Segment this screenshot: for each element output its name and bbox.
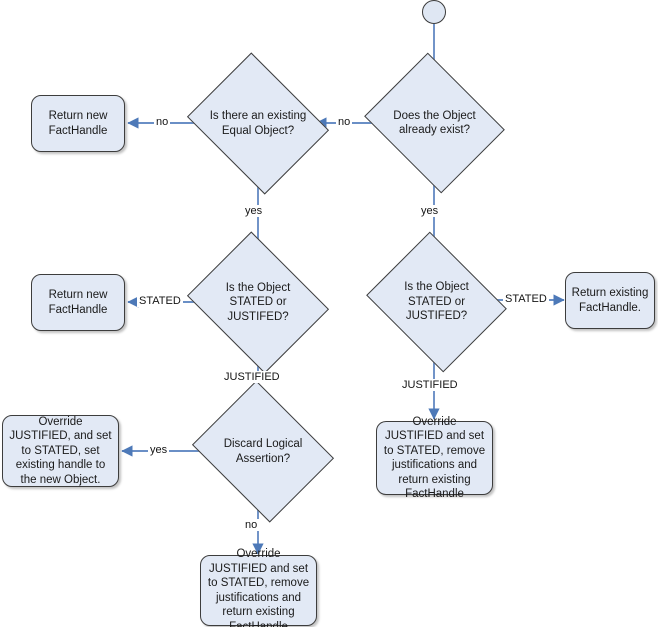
edge-label-exists-yes: yes bbox=[419, 205, 441, 217]
edge-label-equal-yes: yes bbox=[243, 205, 265, 217]
process-override-remove-justifications-right[interactable]: Override JUSTIFIED and set to STATED, re… bbox=[376, 416, 493, 500]
decision-label: Does the Object already exist? bbox=[393, 109, 476, 137]
decision-label: Is the Object STATED or JUSTIFED? bbox=[404, 281, 469, 323]
edge-label-equal-no: no bbox=[154, 116, 171, 128]
decision-label: Is the Object STATED or JUSTIFED? bbox=[225, 281, 291, 323]
process-return-new-fact-handle-top[interactable]: Return new FactHandle bbox=[31, 95, 125, 152]
decision-label: Discard Logical Assertion? bbox=[223, 438, 303, 465]
edge-label-discard-no: no bbox=[243, 519, 260, 531]
node-label: Return new FactHandle bbox=[48, 289, 108, 316]
node-label: Override JUSTIFIED and set to STATED, re… bbox=[383, 415, 486, 501]
decision-does-object-already-exist[interactable]: Does the Object already exist? bbox=[364, 52, 505, 194]
process-override-set-existing-handle[interactable]: Override JUSTIFIED, and set to STATED, s… bbox=[2, 415, 119, 487]
node-label: Override JUSTIFIED and set to STATED, re… bbox=[207, 548, 310, 627]
decision-stated-or-justified-right[interactable]: Is the Object STATED or JUSTIFED? bbox=[366, 231, 507, 373]
decision-stated-or-justified-left[interactable]: Is the Object STATED or JUSTIFED? bbox=[186, 231, 330, 374]
decision-existing-equal-object[interactable]: Is there an existing Equal Object? bbox=[186, 52, 330, 195]
decision-label: Is there an existing Equal Object? bbox=[209, 110, 307, 137]
edge-label-right-stated: STATED bbox=[503, 293, 549, 305]
start-node[interactable] bbox=[422, 0, 446, 24]
edge-label-left-justified: JUSTIFIED bbox=[222, 371, 282, 383]
node-label: Return new FactHandle bbox=[48, 110, 108, 137]
process-return-new-fact-handle-middle[interactable]: Return new FactHandle bbox=[31, 274, 125, 331]
decision-discard-logical-assertion[interactable]: Discard Logical Assertion? bbox=[191, 380, 335, 523]
process-override-remove-justifications-bottom[interactable]: Override JUSTIFIED and set to STATED, re… bbox=[200, 548, 317, 627]
edge-label-exists-no: no bbox=[336, 116, 353, 128]
process-return-existing-fact-handle[interactable]: Return existing FactHandle. bbox=[565, 272, 655, 329]
edge-label-right-justified: JUSTIFIED bbox=[400, 379, 460, 391]
node-label: Return existing FactHandle. bbox=[571, 287, 649, 314]
edge-label-discard-yes: yes bbox=[148, 444, 170, 456]
edge-label-left-stated: STATED bbox=[137, 295, 183, 307]
node-label: Override JUSTIFIED, and set to STATED, s… bbox=[9, 415, 112, 486]
